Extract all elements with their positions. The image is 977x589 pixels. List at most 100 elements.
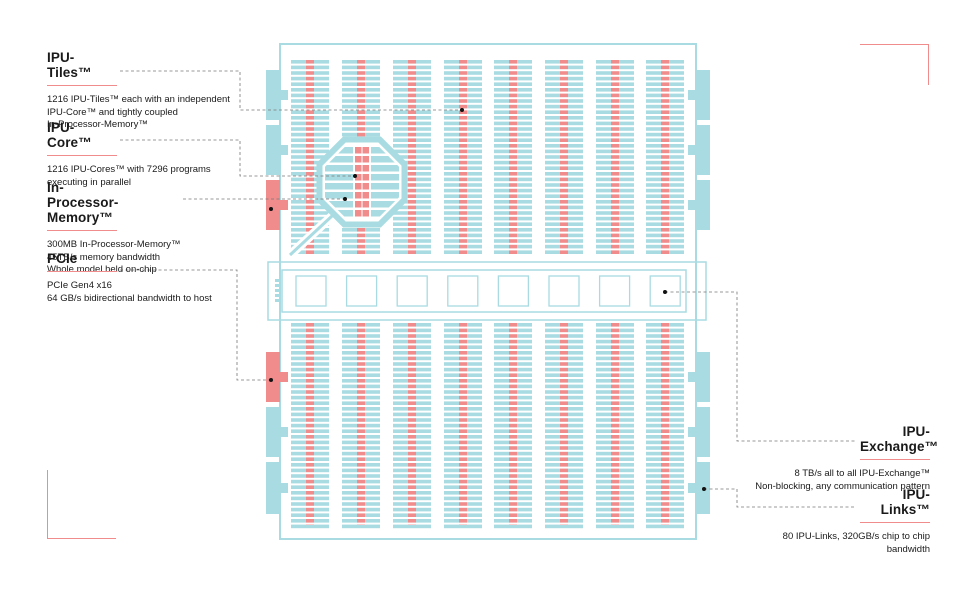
- memory-row-gap: [357, 360, 365, 363]
- memory-row-gap: [459, 472, 467, 475]
- leader-dot: [353, 174, 357, 178]
- exchange-block: [345, 275, 378, 307]
- memory-row-gap: [306, 63, 314, 66]
- memory-row-gap: [408, 438, 416, 441]
- memory-row-gap: [357, 69, 365, 72]
- memory-row-gap: [306, 108, 314, 111]
- exchange-block: [396, 275, 428, 307]
- memory-row-gap: [408, 220, 416, 223]
- memory-row-gap: [357, 505, 365, 508]
- memory-row-gap: [611, 337, 619, 340]
- label-ipu-links: IPU-Links™ 80 IPU-Links, 320GB/s chip to…: [783, 487, 930, 556]
- memory-strip: [306, 60, 314, 255]
- memory-row-gap: [661, 449, 669, 452]
- memory-row-gap: [611, 438, 619, 441]
- memory-row-gap: [357, 416, 365, 419]
- memory-row-gap: [560, 416, 568, 419]
- memory-row-gap: [560, 517, 568, 519]
- memory-row-gap: [509, 231, 517, 234]
- memory-row-gap: [560, 489, 568, 491]
- memory-row-gap: [560, 181, 568, 184]
- leader-dot: [460, 108, 464, 112]
- memory-row-gap: [509, 416, 517, 419]
- exchange-outer: [267, 261, 707, 321]
- memory-row-gap: [459, 461, 467, 463]
- memory-row-gap: [661, 231, 669, 234]
- memory-row-gap: [611, 192, 619, 195]
- memory-row-gap: [661, 349, 669, 351]
- pcie-pin: [275, 289, 279, 292]
- desc-line: executing in parallel: [47, 176, 131, 188]
- memory-row-gap: [560, 522, 568, 525]
- memory-row-gap: [408, 142, 416, 144]
- memory-row-gap: [509, 405, 517, 407]
- memory-row-gap: [408, 186, 416, 189]
- memory-row-gap: [560, 102, 568, 105]
- memory-row-gap: [560, 248, 568, 251]
- memory-row-gap: [408, 349, 416, 351]
- memory-row-gap: [509, 254, 517, 256]
- memory-row-gap: [459, 494, 467, 497]
- memory-row-gap: [459, 80, 467, 83]
- memory-row-gap: [611, 326, 619, 329]
- memory-row-gap: [661, 444, 669, 447]
- memory-row-gap: [661, 214, 669, 217]
- memory-row-gap: [408, 136, 416, 139]
- memory-row-gap: [509, 522, 517, 525]
- memory-row-gap: [509, 108, 517, 111]
- memory-row-gap: [459, 220, 467, 223]
- corner-mark-top-right: [860, 44, 929, 85]
- memory-strip: [661, 60, 669, 255]
- memory-row-gap: [611, 393, 619, 396]
- block-connector: [688, 145, 696, 155]
- tile-column: [545, 323, 583, 529]
- memory-row-gap: [306, 393, 314, 396]
- exchange-block: [497, 275, 530, 307]
- memory-row-gap: [459, 198, 467, 200]
- memory-row-gap: [408, 354, 416, 357]
- zoom-memory: [355, 201, 362, 208]
- memory-row-gap: [509, 517, 517, 519]
- memory-row-gap: [408, 517, 416, 519]
- memory-row-gap: [306, 186, 314, 189]
- memory-row-gap: [611, 130, 619, 133]
- memory-row-gap: [661, 500, 669, 503]
- memory-row-gap: [357, 500, 365, 503]
- memory-row-gap: [357, 237, 365, 240]
- memory-row-gap: [661, 438, 669, 441]
- memory-row-gap: [661, 410, 669, 413]
- memory-row-gap: [357, 511, 365, 514]
- memory-row-gap: [611, 343, 619, 346]
- memory-row-gap: [509, 102, 517, 105]
- memory-row-gap: [560, 220, 568, 223]
- pcie-pin: [275, 299, 279, 302]
- memory-row-gap: [408, 326, 416, 329]
- memory-row-gap: [661, 147, 669, 150]
- memory-row-gap: [459, 242, 467, 245]
- memory-row-gap: [560, 483, 568, 486]
- memory-row-gap: [560, 209, 568, 212]
- zoom-tile: [371, 165, 399, 172]
- memory-row-gap: [459, 511, 467, 514]
- memory-row-gap: [459, 421, 467, 424]
- memory-row-gap: [509, 427, 517, 430]
- memory-row-gap: [611, 377, 619, 379]
- memory-row-gap: [306, 175, 314, 178]
- memory-row-gap: [509, 455, 517, 458]
- memory-row-gap: [661, 91, 669, 94]
- memory-row-gap: [408, 86, 416, 88]
- memory-row-gap: [661, 393, 669, 396]
- label-ipu-exchange-desc: 8 TB/s all to all IPU-Exchange™ Non-bloc…: [755, 468, 930, 493]
- memory-row-gap: [357, 119, 365, 122]
- desc-line: Whole model held on-chip: [47, 264, 157, 275]
- memory-row-gap: [357, 80, 365, 83]
- memory-strip: [306, 323, 314, 525]
- memory-row-gap: [661, 472, 669, 475]
- memory-row-gap: [306, 416, 314, 419]
- memory-row-gap: [611, 220, 619, 223]
- exchange-block: [295, 275, 327, 307]
- memory-row-gap: [611, 410, 619, 413]
- memory-row-gap: [306, 102, 314, 105]
- exchange-block: [598, 275, 631, 307]
- memory-row-gap: [459, 455, 467, 458]
